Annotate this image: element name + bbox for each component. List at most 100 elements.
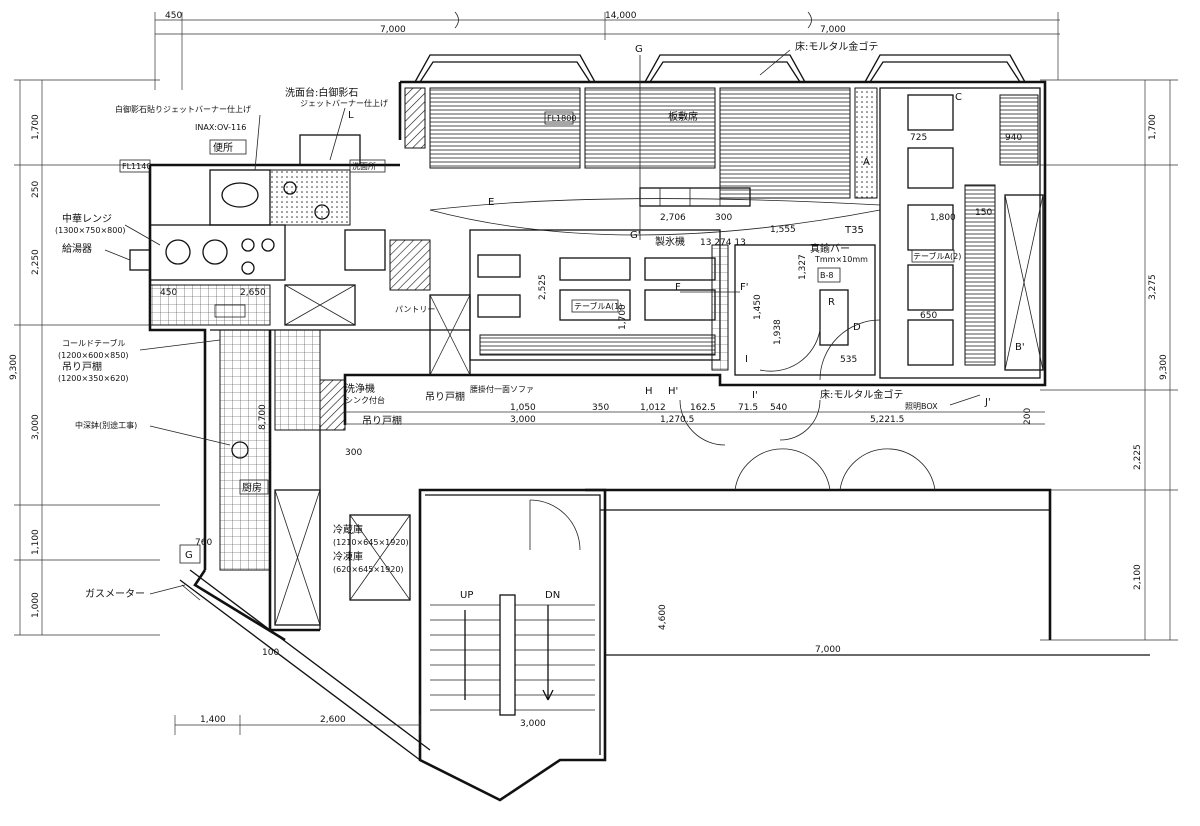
d-box-label: D bbox=[853, 322, 861, 333]
r-box-label: R bbox=[828, 297, 835, 308]
dim-7000-bottom: 7,000 bbox=[815, 645, 841, 655]
bottom-dimensions: 1,400 2,600 7,000 100 bbox=[174, 645, 841, 735]
hanging-shelf-size-label: (1200×350×620) bbox=[58, 374, 129, 383]
dim-162-5: 162.5 bbox=[690, 403, 716, 413]
dim-2525: 2,525 bbox=[538, 274, 548, 300]
dim-940: 940 bbox=[1005, 133, 1022, 143]
floor-level-label-left: FL1140 bbox=[122, 162, 151, 171]
mark-h2: H' bbox=[668, 386, 678, 397]
bench-label: 腰掛付一面ソファ bbox=[470, 384, 534, 394]
table-a2-label: テーブルA(2) bbox=[913, 251, 961, 261]
dim-150: 150 bbox=[975, 208, 992, 218]
dim-1938: 1,938 bbox=[773, 319, 783, 345]
floor-mortar-top-label: 床:モルタル金ゴテ bbox=[795, 40, 878, 53]
sink-label: 中深鉢(別途工事) bbox=[75, 420, 137, 430]
stairs: UP DN 3,000 4,600 bbox=[430, 499, 668, 729]
dim-100: 100 bbox=[262, 648, 279, 658]
dim-300-a: 300 bbox=[715, 213, 732, 223]
pantry-label: パントリー bbox=[395, 305, 435, 314]
floor-level-label: FL1800 bbox=[547, 114, 576, 123]
mark-h: H bbox=[645, 386, 653, 397]
stair-up-label: UP bbox=[460, 590, 473, 601]
dim-450-range: 450 bbox=[160, 288, 177, 298]
dim-1100-left: 1,100 bbox=[31, 529, 41, 555]
mid-dimensions: 1,050 350 1,012 162.5 71.5 540 5,221.5 1… bbox=[345, 403, 1045, 458]
dim-7000-left: 7,000 bbox=[380, 25, 406, 35]
dim-450: 450 bbox=[165, 11, 182, 21]
t35-label: T35 bbox=[844, 225, 864, 236]
mark-f2: F' bbox=[740, 282, 749, 293]
hanging-shelf-2-label: 吊り戸棚 bbox=[362, 414, 402, 427]
stair-treads-right bbox=[515, 604, 595, 711]
left-dimensions: 1,700 250 2,250 9,300 3,000 1,100 1,000 bbox=[9, 79, 160, 636]
callouts: 床:モルタル金ゴテ 洗面台:白御影石 ジェットバーナー仕上げ 白御影石貼りジェッ… bbox=[55, 40, 981, 600]
range-label: 中華レンジ bbox=[62, 212, 112, 225]
section-markers: G G' E F F' H H' I I' A B' C J' L bbox=[348, 44, 1025, 408]
mark-g2: G' bbox=[630, 230, 641, 241]
mark-a: A bbox=[863, 157, 870, 168]
dim-350: 350 bbox=[592, 403, 609, 413]
dim-250-left: 250 bbox=[31, 181, 41, 198]
dim-725: 725 bbox=[910, 133, 927, 143]
cold-table-size-label: (1200×600×850) bbox=[58, 351, 129, 360]
mark-f: F bbox=[675, 282, 681, 293]
dim-7000-right: 7,000 bbox=[820, 25, 846, 35]
dim-2250-left: 2,250 bbox=[31, 249, 41, 275]
washbasin-label: 洗面台:白御影石 bbox=[285, 86, 358, 99]
fridge-block: 冷蔵庫 (1210×645×1920) 冷凍庫 (620×645×1920) bbox=[274, 489, 411, 626]
mark-i2: I' bbox=[752, 390, 758, 401]
mark-i: I bbox=[745, 354, 748, 365]
dim-760: 760 bbox=[195, 538, 212, 548]
dim-2706: 2,706 bbox=[660, 213, 686, 223]
washer-label: 洗浄機 bbox=[345, 382, 375, 395]
hanging-shelf-3-label: 吊り戸棚 bbox=[425, 390, 465, 403]
dim-4600: 4,600 bbox=[658, 604, 668, 630]
dim-1800: 1,800 bbox=[930, 213, 956, 223]
freezer-size-label: (620×645×1920) bbox=[333, 565, 404, 574]
dim-1700-left: 1,700 bbox=[31, 114, 41, 140]
mark-c: C bbox=[955, 92, 962, 103]
mark-e: E bbox=[488, 197, 494, 208]
dim-2100-right: 2,100 bbox=[1133, 564, 1143, 590]
dim-8700: 8,700 bbox=[258, 404, 268, 430]
dim-1400: 1,400 bbox=[200, 715, 226, 725]
mark-l: L bbox=[348, 110, 354, 121]
bench-tag-label: B-8 bbox=[820, 271, 833, 280]
floor-mortar-bottom-label: 床:モルタル金ゴテ bbox=[820, 388, 903, 401]
kitchen-area: 洗面所 便所 FL1140 パントリー 450 2,650 8,700 760 bbox=[119, 134, 471, 601]
kitchen-label: 厨房 bbox=[242, 481, 262, 494]
right-booth-tables: テーブルA(2) 725 940 1,800 650 150 bbox=[879, 87, 1044, 379]
dim-1012: 1,012 bbox=[640, 403, 666, 413]
dim-2650: 2,650 bbox=[240, 288, 266, 298]
mark-b: B' bbox=[1015, 342, 1025, 353]
inax-label: INAX:OV-116 bbox=[195, 123, 246, 132]
dining-tables: テーブルA(1) 製氷機 13 274 13 2,525 1,700 bbox=[469, 229, 746, 371]
dim-9300-right: 9,300 bbox=[1159, 354, 1169, 380]
entrance-doors bbox=[679, 399, 936, 491]
granite-jet-label: 白御影石貼りジェットバーナー仕上げ bbox=[115, 104, 251, 114]
building-outline bbox=[148, 54, 1150, 802]
dim-1555: 1,555 bbox=[770, 225, 796, 235]
fridge-size-label: (1210×645×1920) bbox=[333, 538, 409, 547]
freezer-label: 冷凍庫 bbox=[333, 550, 363, 563]
dim-1327: 1,327 bbox=[798, 254, 808, 280]
lighting-box-label: 照明BOX bbox=[905, 402, 938, 411]
water-heater-label: 給湯器 bbox=[62, 242, 92, 255]
dim-650: 650 bbox=[920, 311, 937, 321]
range-size-label: (1300×750×800) bbox=[55, 226, 126, 235]
sink-table-label: シンク付台 bbox=[345, 395, 385, 405]
dim-274: 13 274 13 bbox=[700, 238, 746, 248]
mark-j: J' bbox=[984, 397, 991, 408]
dim-3000-stair: 3,000 bbox=[520, 719, 546, 729]
dim-1700-mid: 1,700 bbox=[618, 304, 628, 330]
upper-booth-area: FL1800 板敷席 2,706 300 1,555 bbox=[404, 87, 881, 236]
table-a1-label: テーブルA(1) bbox=[574, 301, 622, 311]
dim-2600: 2,600 bbox=[320, 715, 346, 725]
dim-200-right: 200 bbox=[1023, 408, 1033, 425]
dim-2225-right: 2,225 bbox=[1133, 444, 1143, 470]
dim-1000-left: 1,000 bbox=[31, 592, 41, 618]
dim-14000: 14,000 bbox=[605, 11, 637, 21]
dim-1450: 1,450 bbox=[753, 294, 763, 320]
right-dimensions: 1,700 3,275 9,300 2,225 2,100 200 bbox=[1023, 79, 1178, 641]
